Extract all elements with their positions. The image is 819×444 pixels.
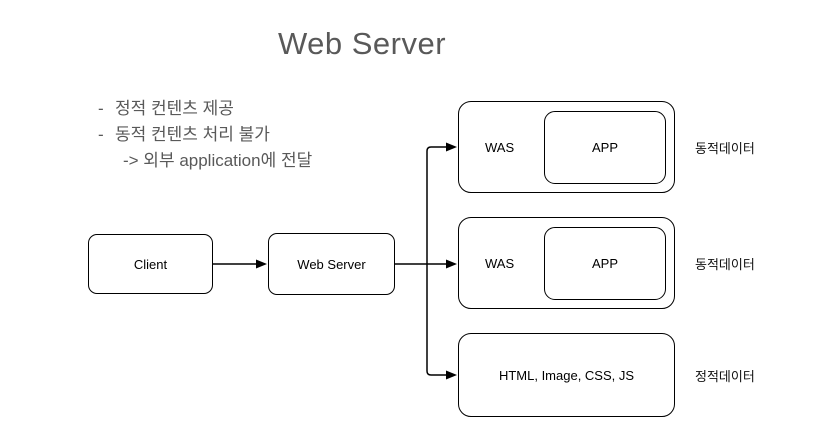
node-was-2: WAS APP bbox=[458, 217, 675, 309]
annotation-static-data: 정적데이터 bbox=[695, 368, 755, 384]
note-text: -> 외부 application에 전달 bbox=[123, 151, 313, 170]
arrowhead bbox=[446, 370, 457, 380]
node-app-2: APP bbox=[544, 227, 666, 300]
note-line: -> 외부 application에 전달 bbox=[98, 148, 312, 174]
arrow-trunk-to-branch-bottom bbox=[426, 264, 446, 376]
node-app-2-label: APP bbox=[591, 256, 618, 271]
arrowhead bbox=[446, 142, 457, 152]
note-bullet: - bbox=[98, 99, 104, 118]
arrow-trunk-to-branch-top bbox=[426, 146, 446, 264]
node-static-content: HTML, Image, CSS, JS bbox=[458, 333, 675, 417]
annotation-dynamic-data-1: 동적데이터 bbox=[695, 140, 755, 156]
arrowhead bbox=[256, 259, 267, 269]
note-text: 정적 컨텐츠 제공 bbox=[115, 99, 234, 118]
node-static-content-label: HTML, Image, CSS, JS bbox=[498, 367, 635, 383]
node-app-1: APP bbox=[544, 111, 666, 184]
node-app-1-label: APP bbox=[591, 140, 618, 155]
note-line: - 정적 컨텐츠 제공 bbox=[98, 96, 312, 122]
node-client-label: Client bbox=[133, 256, 168, 272]
node-web-server: Web Server bbox=[268, 233, 395, 295]
annotation-dynamic-data-2: 동적데이터 bbox=[695, 256, 755, 272]
note-text: 동적 컨텐츠 처리 불가 bbox=[115, 125, 270, 144]
arrowhead bbox=[446, 259, 457, 269]
notes-list: - 정적 컨텐츠 제공 - 동적 컨텐츠 처리 불가 -> 외부 applica… bbox=[98, 96, 312, 174]
node-was-2-label: WAS bbox=[485, 255, 515, 271]
node-was-1-label: WAS bbox=[485, 139, 515, 155]
note-line: - 동적 컨텐츠 처리 불가 bbox=[98, 122, 312, 148]
node-client: Client bbox=[88, 234, 213, 294]
note-bullet: - bbox=[98, 125, 104, 144]
node-web-server-label: Web Server bbox=[297, 256, 366, 272]
node-was-1: WAS APP bbox=[458, 101, 675, 193]
page-title: Web Server bbox=[277, 26, 447, 61]
